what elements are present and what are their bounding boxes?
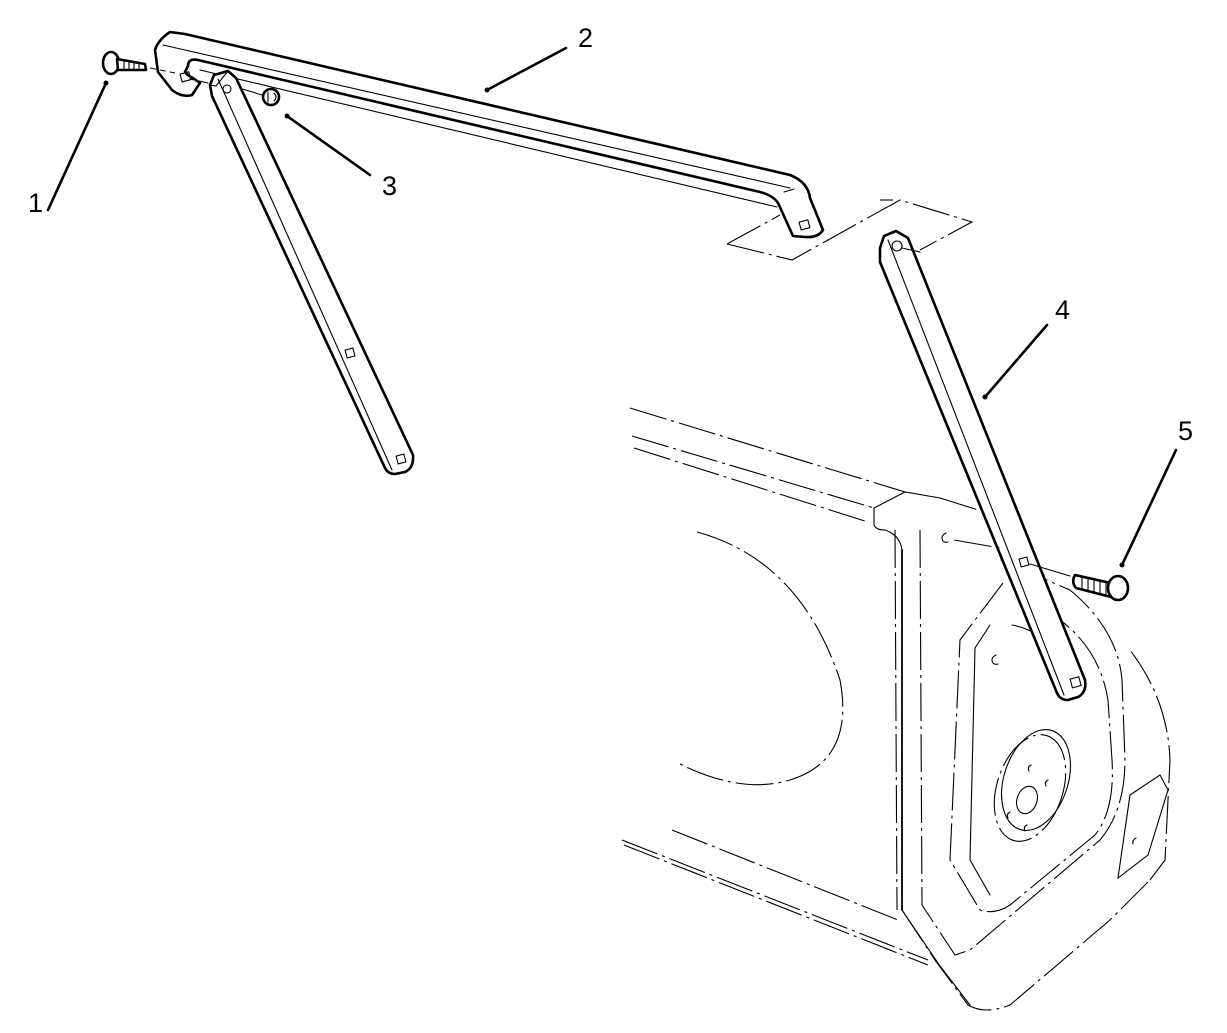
callout-2: 2 — [578, 23, 594, 53]
brace-bar-right — [878, 229, 1087, 702]
mount-phantom-plates — [726, 199, 974, 261]
leader-5 — [1120, 448, 1178, 567]
leader-2 — [485, 46, 568, 92]
bolt-left — [101, 50, 176, 76]
leader-4 — [983, 323, 1049, 399]
leader-1 — [46, 81, 108, 212]
callout-5: 5 — [1178, 416, 1194, 446]
callout-3: 3 — [382, 171, 398, 201]
leader-lines — [46, 46, 1178, 568]
callout-1: 1 — [28, 188, 44, 218]
brace-bar-left — [208, 69, 415, 476]
carriage-bolt-right — [953, 539, 1130, 602]
callout-4: 4 — [1055, 295, 1071, 325]
leader-3 — [285, 114, 372, 177]
housing-outline — [621, 407, 1171, 1011]
nut — [189, 78, 281, 107]
